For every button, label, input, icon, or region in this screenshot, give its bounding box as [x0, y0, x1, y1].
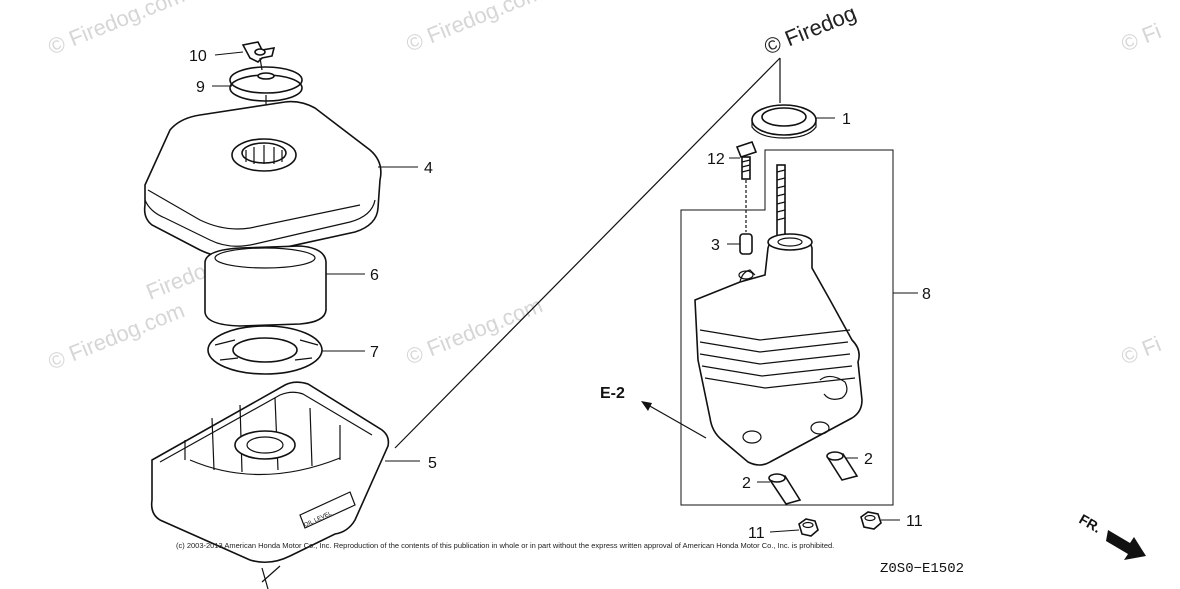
- wing-nut-part: [241, 41, 276, 63]
- tube-part-b: [826, 451, 859, 481]
- reference-arrow: E-2: [600, 385, 707, 439]
- front-label: FR.: [1077, 511, 1105, 536]
- air-cleaner-case-part: OIL LEVEL: [150, 381, 390, 589]
- callout-7: 7: [370, 344, 379, 361]
- filter-element-part: [204, 245, 327, 327]
- gasket-part: [207, 325, 323, 375]
- callout-11-a: 11: [748, 525, 765, 542]
- washer-disc-part: [229, 66, 303, 102]
- bolt-part: [735, 141, 758, 180]
- watermark: © Firedog.com: [403, 292, 546, 369]
- watermark: © Firedog.com: [45, 297, 188, 374]
- callout-10: 10: [189, 48, 207, 65]
- callout-9: 9: [196, 79, 205, 96]
- reference-label: E-2: [600, 385, 625, 402]
- watermark: © Firedog.com: [403, 0, 546, 57]
- callout-6: 6: [370, 267, 379, 284]
- watermark: © Firedog.com: [45, 0, 188, 60]
- front-direction-marker: FR.: [1077, 511, 1146, 560]
- collar-part: [739, 233, 753, 255]
- callouts: 10 9 4 6 7 5 1 12 3 8 2 2 11 11: [189, 48, 931, 542]
- watermark-dark: © Firedog: [761, 0, 860, 59]
- nut-part-a: [798, 518, 819, 537]
- air-cleaner-cover-part: [143, 100, 382, 259]
- watermark: © Fi: [1118, 331, 1165, 369]
- tube-part-a: [768, 473, 802, 505]
- nut-part-b: [860, 511, 882, 530]
- seal-ring-part: [751, 104, 817, 139]
- assembly-bracket: [680, 149, 894, 506]
- leader-lines: [212, 51, 918, 533]
- diagram-code: Z0S0−E1502: [880, 561, 964, 577]
- air-cleaner-elbow-part: [694, 233, 863, 466]
- callout-2-a: 2: [864, 451, 873, 468]
- callout-12: 12: [707, 151, 725, 168]
- watermark: © Fi: [1118, 18, 1165, 56]
- callout-2-b: 2: [742, 475, 751, 492]
- arrow-icon: [1106, 530, 1146, 560]
- callout-4: 4: [424, 160, 433, 177]
- callout-5: 5: [428, 455, 437, 472]
- callout-8: 8: [922, 286, 931, 303]
- copyright-notice: (c) 2003-2013 American Honda Motor Co., …: [176, 541, 834, 550]
- callout-1: 1: [842, 111, 851, 128]
- callout-11-b: 11: [906, 513, 923, 530]
- callout-3: 3: [711, 237, 720, 254]
